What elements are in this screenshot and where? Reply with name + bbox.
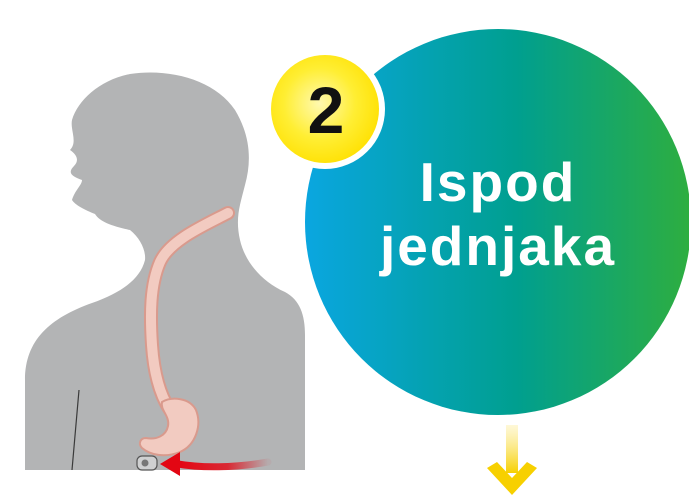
capsule-device-icon: [137, 456, 157, 470]
title-line-2: jednjaka: [310, 214, 686, 278]
down-arrow-icon: [487, 425, 537, 495]
circle-title: Ispod jednjaka: [310, 150, 686, 278]
title-line-1: Ispod: [310, 150, 686, 214]
